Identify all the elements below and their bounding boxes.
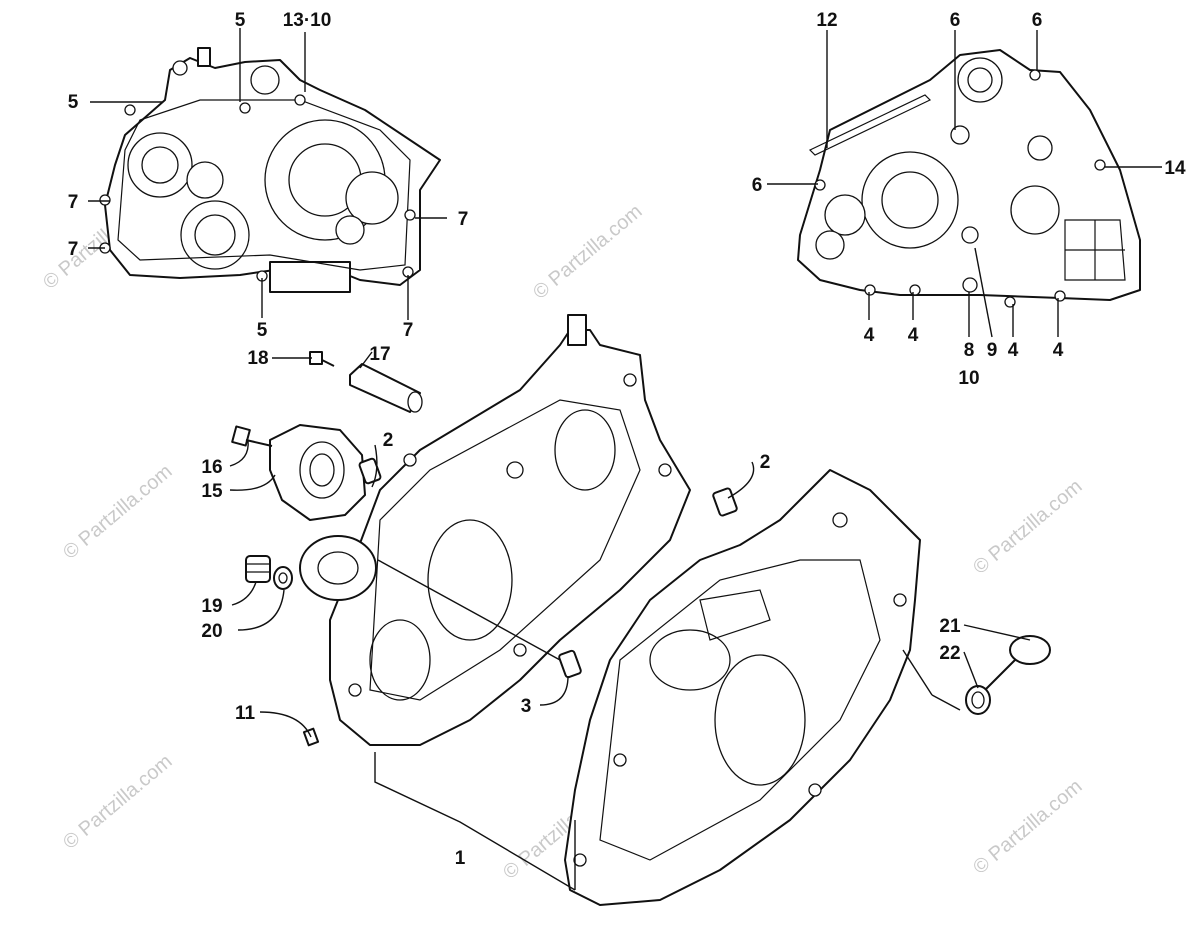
callout-4-d: 4 xyxy=(1053,340,1064,361)
callout-4-b: 4 xyxy=(908,325,919,346)
crankcase-left-half-view xyxy=(99,47,441,293)
callout-5: 5 xyxy=(235,10,246,31)
watermark: © Partzilla.com xyxy=(59,460,176,563)
callout-4-c: 4 xyxy=(1008,340,1019,361)
callout-16: 16 xyxy=(201,457,222,478)
part-22-oring xyxy=(965,685,991,715)
callout-2-b: 2 xyxy=(760,452,771,473)
callout-7-b: 7 xyxy=(68,239,79,260)
crankcase-right-half xyxy=(564,469,921,906)
oil-seal xyxy=(299,535,377,601)
leader-lines xyxy=(88,28,1162,891)
part-17-pipe xyxy=(349,363,423,413)
callout-18: 18 xyxy=(247,348,268,369)
callout-7-c: 7 xyxy=(458,209,469,230)
part-19-plug xyxy=(245,555,271,583)
callout-9: 9 xyxy=(987,340,998,361)
crankcase-left-half xyxy=(329,314,691,746)
callout-12: 12 xyxy=(816,10,837,31)
callout-13-10: 13·10 xyxy=(283,10,332,31)
callout-3: 3 xyxy=(521,696,532,717)
part-3-dowel xyxy=(558,649,582,679)
callout-20: 20 xyxy=(201,621,222,642)
callout-8: 8 xyxy=(964,340,975,361)
callout-7-d: 7 xyxy=(403,320,414,341)
watermark: © Partzilla.com xyxy=(59,750,176,853)
part-18-bolt xyxy=(309,351,335,367)
crankcase-right-half-view xyxy=(797,49,1141,308)
callout-5-bottom: 5 xyxy=(257,320,268,341)
callout-22: 22 xyxy=(939,643,960,664)
callout-1: 1 xyxy=(455,848,466,869)
part-20-washer xyxy=(273,566,293,590)
callout-2-a: 2 xyxy=(383,430,394,451)
part-2-dowel-b xyxy=(712,487,738,517)
part-16-bolt xyxy=(231,425,273,447)
callout-7-a: 7 xyxy=(68,192,79,213)
callout-4-a: 4 xyxy=(864,325,875,346)
callout-21: 21 xyxy=(939,616,961,637)
callout-6-b: 6 xyxy=(1032,10,1043,31)
callout-14: 14 xyxy=(1164,158,1186,179)
watermark: © Partzilla.com xyxy=(529,200,646,303)
callout-19: 19 xyxy=(201,596,222,617)
callout-labels: 5 13·10 5 7 7 7 5 7 12 6 6 6 14 4 4 8 9 … xyxy=(68,10,1186,869)
callout-5-left: 5 xyxy=(68,92,79,113)
callout-15: 15 xyxy=(201,481,223,502)
callout-10: 10 xyxy=(958,368,979,389)
part-15-housing xyxy=(269,424,366,521)
callout-11: 11 xyxy=(235,703,256,724)
part-21-dipstick xyxy=(984,635,1051,691)
watermark: © Partzilla.com xyxy=(969,475,1086,578)
callout-6-c: 6 xyxy=(752,175,763,196)
callout-17: 17 xyxy=(369,344,390,365)
callout-6-a: 6 xyxy=(950,10,961,31)
watermark: © Partzilla.com xyxy=(969,775,1086,878)
